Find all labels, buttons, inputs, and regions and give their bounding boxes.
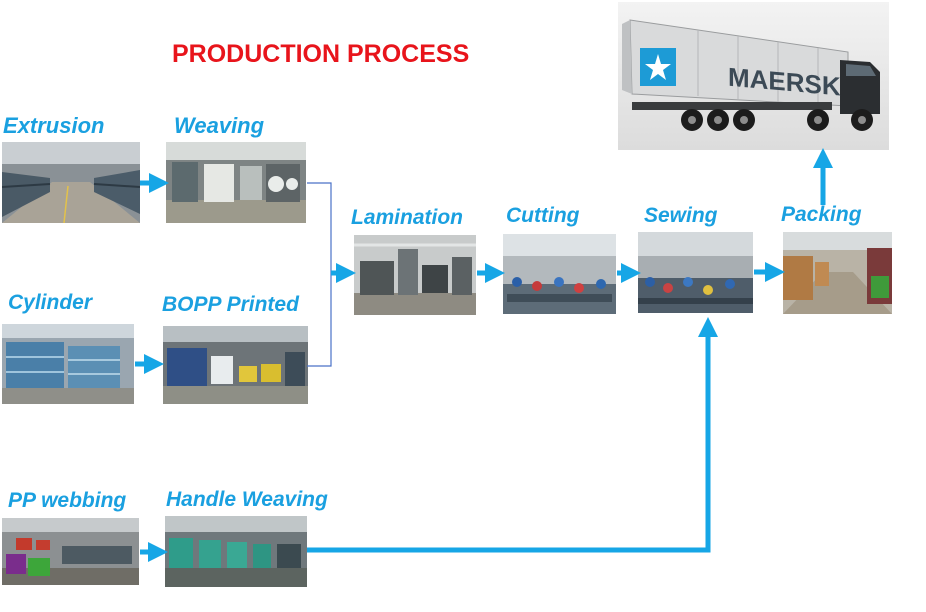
label-cutting: Cutting — [506, 204, 580, 227]
label-bopp-printed: BOPP Printed — [162, 293, 299, 316]
sewing-photo — [638, 232, 753, 313]
extrusion-photo — [2, 142, 140, 223]
label-handle-weaving: Handle Weaving — [166, 488, 328, 511]
label-pp-webbing: PP webbing — [8, 489, 127, 512]
lamination-photo — [354, 235, 476, 315]
handle-weaving-photo — [165, 516, 307, 587]
arrow-handle-sewing — [307, 317, 718, 553]
label-weaving: Weaving — [174, 113, 265, 138]
label-packing: Packing — [781, 203, 862, 226]
cutting-photo — [503, 234, 616, 314]
page-title: PRODUCTION PROCESS — [172, 40, 470, 68]
label-cylinder: Cylinder — [8, 291, 93, 314]
truck-photo: MAERSK — [618, 2, 889, 150]
merge-connector — [307, 182, 332, 367]
label-lamination: Lamination — [351, 206, 464, 229]
packing-photo — [783, 232, 892, 314]
bopp-printed-photo — [163, 326, 308, 404]
weaving-photo — [166, 142, 306, 223]
pp-webbing-photo — [2, 518, 139, 585]
cylinder-photo — [2, 324, 134, 404]
container-bars — [697, 30, 819, 104]
label-sewing: Sewing — [644, 204, 718, 227]
label-extrusion: Extrusion — [3, 113, 105, 138]
